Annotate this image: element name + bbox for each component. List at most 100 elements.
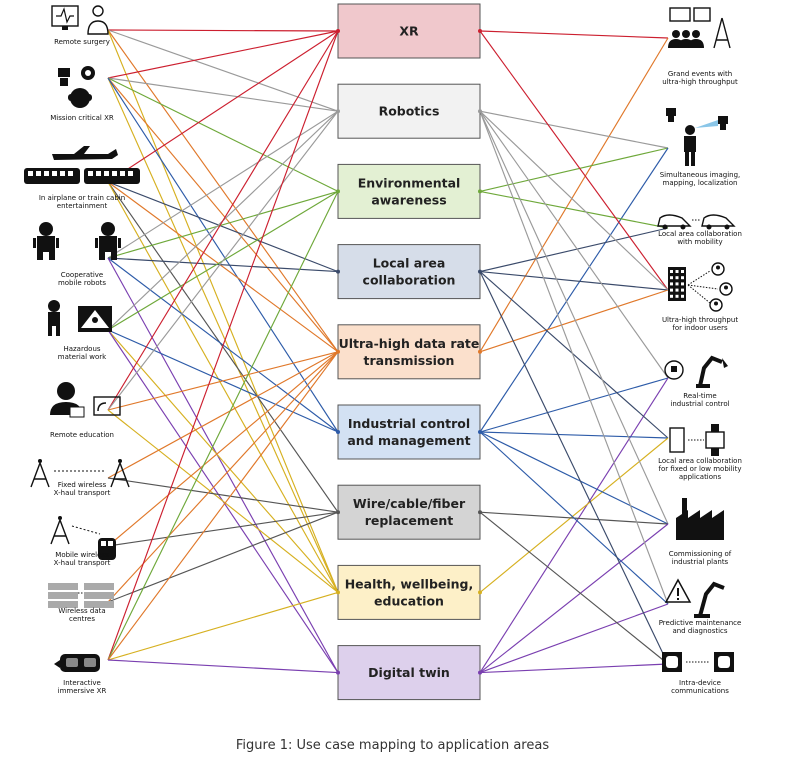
connection-lines — [107, 29, 669, 674]
connection-immersive-xr-environmental — [107, 191, 339, 661]
use-case-label: mobile robots — [58, 279, 106, 287]
connection-indoor-users-xr — [479, 30, 669, 291]
connection-industrial-control-robotics — [479, 110, 669, 379]
connection-remote-education-ultra — [107, 351, 339, 411]
use-case-label: Simultaneous imaging, — [660, 171, 741, 179]
area-box-label: Local area — [373, 256, 446, 271]
industrial-control-icon — [664, 355, 728, 388]
connection-factory-twin — [479, 523, 669, 674]
connection-low-mobility-local — [479, 271, 669, 439]
use-case-label: Local area collaboration — [658, 457, 742, 465]
connection-immersive-xr-xr — [107, 30, 339, 661]
connection-factory-robotics — [479, 110, 669, 525]
connection-predictive-maintenance-industrial — [479, 431, 669, 605]
area-dot-left — [336, 349, 340, 354]
area-box-rect — [337, 163, 481, 219]
connection-cars-collaboration-environmental — [479, 190, 669, 229]
use-case-label: Commissioning of — [669, 550, 732, 558]
use-case-label: for fixed or low mobility — [659, 465, 742, 473]
area-dot-left — [336, 510, 340, 515]
connection-mobile-wireless-ultra — [107, 351, 339, 547]
connection-mission-critical-xr-ultra — [107, 77, 339, 353]
use-case-remote-surgery: Remote surgery — [51, 5, 110, 46]
area-dot-right — [478, 510, 482, 515]
area-dot-left — [336, 109, 340, 114]
use-case-label: communications — [671, 687, 729, 695]
area-box-rect — [337, 484, 481, 540]
area-box-rect — [337, 324, 481, 380]
use-case-label: material work — [58, 353, 107, 361]
figure-caption: Figure 1: Use case mapping to applicatio… — [235, 738, 550, 753]
area-dot-right — [478, 269, 482, 274]
connection-indoor-users-robotics — [479, 110, 669, 291]
connection-cabin-entertainment-ultra — [107, 181, 339, 353]
connection-data-centres-ultra — [107, 351, 339, 603]
area-dot-right — [478, 349, 482, 354]
area-dot-right — [478, 189, 482, 194]
use-case-label: In airplane or train cabin — [39, 194, 125, 202]
predictive-maintenance-icon — [664, 578, 725, 618]
area-box-rect — [337, 645, 481, 701]
connection-intra-device-twin — [479, 663, 669, 674]
fixed-wireless-icon — [30, 459, 130, 488]
connection-remote-surgery-robotics — [107, 29, 339, 112]
connection-immersive-xr-ultra — [107, 351, 339, 661]
area-box-label: transmission — [364, 353, 455, 368]
connection-grand-events-ultra — [479, 37, 669, 353]
use-case-imaging-mapping: Simultaneous imaging,mapping, localizati… — [660, 108, 741, 187]
vr-headset-icon — [54, 654, 100, 672]
remote-education-icon — [50, 382, 121, 418]
connection-mission-critical-xr-xr — [107, 30, 339, 79]
area-box-label: Ultra-high data rate — [339, 336, 480, 351]
area-box-health: Health, wellbeing,education — [336, 564, 482, 620]
cooperative-robots-icon — [33, 222, 121, 260]
use-case-label: centres — [69, 615, 95, 623]
use-case-label: Grand events with — [668, 70, 732, 78]
connection-immersive-xr-twin — [107, 659, 339, 674]
area-box-label: Wire/cable/fiber — [353, 496, 466, 511]
cars-collaboration-icon — [657, 214, 736, 230]
area-dot-right — [478, 670, 482, 675]
connection-industrial-control-industrial — [479, 377, 669, 433]
connection-fixed-wireless-ultra — [107, 351, 339, 479]
area-dot-left — [336, 269, 340, 274]
connection-remote-education-xr — [107, 30, 339, 411]
use-case-label: Intra-device — [679, 679, 721, 687]
area-box-rect — [337, 244, 481, 300]
area-dot-left — [336, 189, 340, 194]
connection-remote-education-health — [107, 409, 339, 593]
connection-hazardous-material-health — [107, 329, 339, 593]
use-case-mission-critical-xr: Mission critical XR — [50, 66, 114, 122]
connection-intra-device-local — [479, 271, 669, 665]
connection-indoor-users-ultra — [479, 289, 669, 353]
use-case-label: X-haul transport — [54, 489, 111, 497]
connection-indoor-users-local — [479, 271, 669, 291]
use-case-label: entertainment — [57, 202, 108, 210]
area-box-label: education — [374, 593, 444, 608]
use-case-remote-education: Remote education — [50, 382, 121, 439]
connection-mission-critical-xr-robotics — [107, 77, 339, 112]
connection-industrial-control-twin — [479, 377, 669, 673]
use-case-label: Ultra-high throughput — [662, 316, 738, 324]
area-dot-right — [478, 109, 482, 114]
use-case-label: Real-time — [683, 392, 716, 400]
connection-intra-device-wire — [479, 511, 669, 665]
use-case-label: Cooperative — [61, 271, 104, 279]
connection-low-mobility-industrial — [479, 431, 669, 439]
mobile-wireless-icon — [50, 516, 116, 560]
connection-cars-collaboration-local — [479, 227, 669, 273]
use-case-label: mapping, localization — [663, 179, 738, 187]
area-dot-left — [336, 590, 340, 595]
